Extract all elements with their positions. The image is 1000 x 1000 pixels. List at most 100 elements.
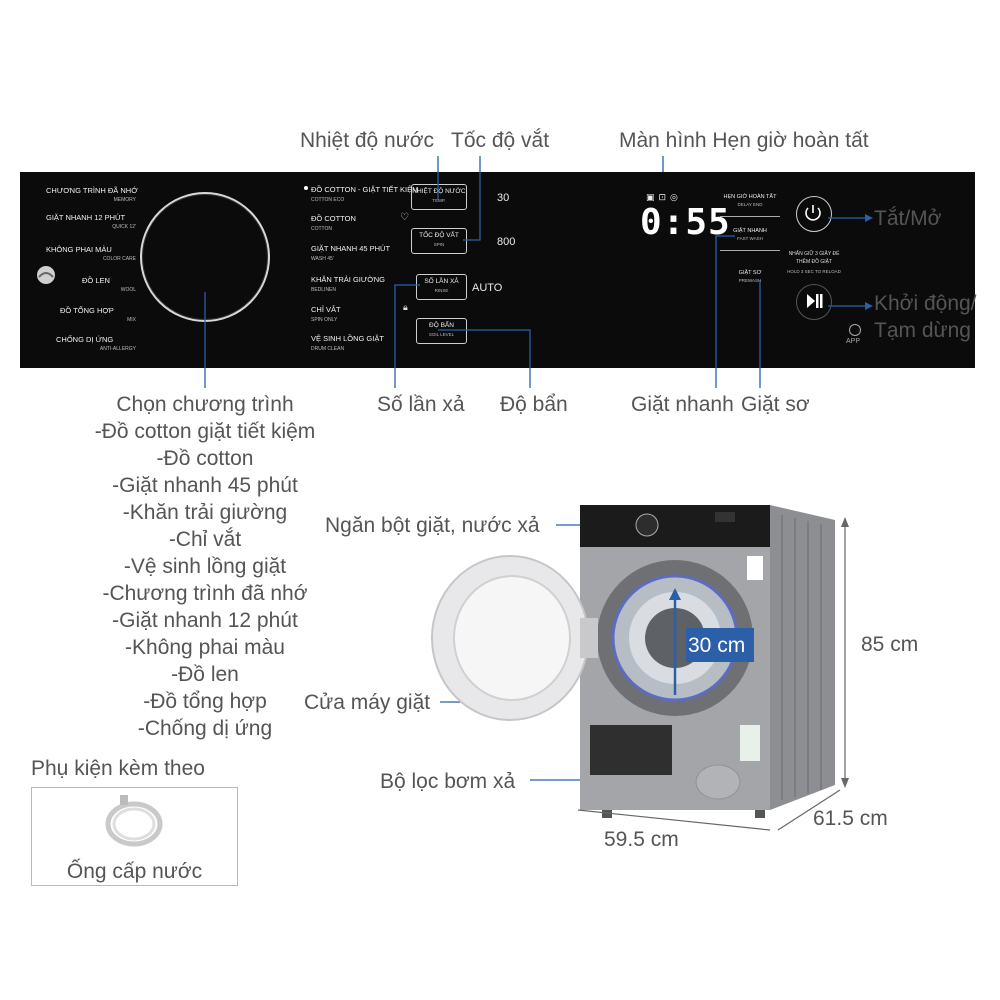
rinse-count-callout: Số lần xả (377, 393, 465, 416)
program-option[interactable]: GIẶT NHANH 12 PHÚT QUICK 12' (46, 213, 136, 233)
program-sublabel: WASH 45' (311, 256, 334, 262)
spin-button-sublabel: SPIN (433, 242, 445, 247)
start-pause-callout-1: Khởi động/ (874, 292, 977, 315)
hold-note-vi: NHẤN GIỮ 3 GIÂY ĐỂ THÊM ĐỒ GIẶT (788, 251, 840, 265)
door-callout: Cửa máy giặt (304, 691, 431, 714)
program-label: CHƯƠNG TRÌNH ĐÃ NHỚ (46, 186, 138, 195)
washing-machine-illustration (431, 505, 835, 818)
accessory-box: Ống cấp nước (31, 787, 238, 886)
program-label: CHỐNG DỊ ỨNG (56, 335, 114, 344)
detergent-drawer-callout: Ngăn bột giặt, nước xả (325, 514, 540, 537)
program-list-item: -Đồ tổng hợp (143, 690, 267, 713)
program-list-item: -Đồ len (171, 663, 239, 686)
program-list-item: -Giặt nhanh 12 phút (112, 609, 298, 632)
delay-end-button[interactable]: HẸN GIỜ HOÀN TẤT DELAY END (720, 194, 780, 217)
program-list-item: -Chống dị ứng (137, 717, 273, 740)
app-label: APP (846, 338, 861, 345)
program-sublabel: MEMORY (113, 197, 136, 203)
left-program-list: CHƯƠNG TRÌNH ĐÃ NHỚ MEMORY GIẶT NHANH 12… (46, 186, 138, 356)
time-display: 0:55 (640, 202, 731, 243)
temp-button[interactable]: NHIỆT ĐỘ NƯỚC TEMP. (411, 184, 467, 210)
temp-button-label: NHIỆT ĐỘ NƯỚC (412, 188, 466, 195)
program-label: GIẶT NHANH 45 PHÚT (311, 244, 391, 253)
anti-allergy-icon (34, 264, 58, 286)
program-list-title: Chọn chương trình (116, 393, 294, 416)
temp-value: 30 (497, 192, 510, 204)
program-list: Chọn chương trình -Đồ cotton giặt tiết k… (0, 394, 410, 744)
app-icon (849, 324, 861, 336)
rinse-button-sublabel: RINSE (434, 288, 449, 293)
program-sublabel: COLOR CARE (102, 256, 136, 262)
program-list-item: -Vệ sinh lồng giặt (123, 555, 287, 578)
program-option[interactable]: CHỈ VẮT SPIN ONLY (311, 305, 411, 325)
spin-button-label: TỐC ĐỘ VẮT (419, 232, 459, 239)
program-option[interactable]: KHĂN TRẢI GIƯỜNG BEDLINEN (311, 275, 411, 295)
program-label: ĐỒ COTTON (311, 214, 356, 223)
program-option[interactable]: KHÔNG PHAI MÀU COLOR CARE (46, 245, 136, 265)
prewash-callout: Giặt sơ (741, 393, 810, 416)
soil-level-callout: Độ bẩn (500, 393, 568, 416)
program-sublabel: COTTON ECO (311, 197, 345, 203)
soil-button-sublabel: SOIL LEVEL (428, 332, 455, 337)
program-list-item: -Đồ cotton giặt tiết kiệm (94, 420, 316, 443)
power-button[interactable] (796, 196, 832, 232)
program-sublabel: QUICK 12' (112, 224, 136, 230)
water-hose-icon (105, 795, 163, 847)
program-label: KHÔNG PHAI MÀU (46, 245, 112, 254)
play-pause-icon (807, 294, 823, 308)
spin-button[interactable]: TỐC ĐỘ VẮT SPIN (411, 228, 467, 254)
rinse-button[interactable]: SỐ LẦN XẢ RINSE (416, 274, 467, 300)
prewash-sublabel: PREWASH (738, 278, 762, 283)
delay-display-callout: Màn hình Hẹn giờ hoàn tất (619, 129, 869, 152)
program-option[interactable]: ĐỒ COTTON COTTON (311, 214, 411, 234)
delay-end-sublabel: DELAY END (737, 202, 763, 207)
program-option[interactable]: CHỐNG DỊ ỨNG ANTI-ALLERGY (46, 335, 136, 355)
power-callout: Tắt/Mở (874, 207, 942, 230)
soil-button[interactable]: ĐỘ BẨN SOIL LEVEL (416, 318, 467, 344)
program-sublabel: DRUM CLEAN (311, 346, 345, 352)
program-label: CHỈ VẮT (311, 305, 341, 314)
rinse-button-label: SỐ LẦN XẢ (424, 278, 459, 285)
fast-wash-label: GIẶT NHANH (733, 228, 767, 234)
display-status-icons: ▣⊡◎ (646, 192, 682, 202)
program-sublabel: COTTON (311, 226, 333, 232)
control-panel: CHƯƠNG TRÌNH ĐÃ NHỚ MEMORY GIẶT NHANH 12… (20, 172, 975, 368)
program-option[interactable]: CHƯƠNG TRÌNH ĐÃ NHỚ MEMORY (46, 186, 138, 206)
program-sublabel: BEDLINEN (311, 287, 337, 293)
program-option[interactable]: VỆ SINH LỒNG GIẶT DRUM CLEAN (311, 334, 411, 354)
selected-dot-icon (304, 186, 308, 190)
program-option[interactable]: GIẶT NHANH 45 PHÚT WASH 45' (311, 244, 411, 264)
program-label: ĐỒ TỔNG HỢP (60, 306, 114, 315)
program-sublabel: WOOL (120, 287, 136, 293)
program-list-item: -Không phai màu (125, 636, 285, 659)
start-pause-button[interactable] (796, 284, 832, 320)
fast-wash-button[interactable]: GIẶT NHANH FAST WASH (720, 228, 780, 251)
program-option[interactable]: ĐỒ LEN WOOL (46, 276, 136, 296)
quick-wash-callout: Giặt nhanh (631, 393, 734, 416)
program-sublabel: SPIN ONLY (311, 317, 338, 323)
prewash-button[interactable]: GIẶT SƠ PREWASH (720, 270, 780, 290)
program-list-item: -Đồ cotton (156, 447, 254, 470)
spin-speed-callout: Tốc độ vắt (451, 129, 550, 152)
depth-dimension: 61.5 cm (813, 807, 888, 830)
temp-button-sublabel: TEMP. (432, 198, 446, 203)
program-label: ĐỒ LEN (82, 276, 110, 285)
power-icon (805, 205, 821, 221)
accessory-title: Phụ kiện kèm theo (31, 757, 205, 780)
fast-wash-sublabel: FAST WASH (737, 236, 763, 241)
program-label: VỆ SINH LỒNG GIẶT (311, 334, 384, 343)
spin-value: 800 (497, 236, 516, 248)
pump-filter-callout: Bộ lọc bơm xả (380, 770, 516, 793)
delay-end-label: HẸN GIỜ HOÀN TẤT (723, 194, 777, 200)
program-option[interactable]: ĐỒ COTTON - GIẶT TIẾT KIỆM COTTON ECO (304, 185, 418, 205)
program-option[interactable]: ĐỒ TỔNG HỢP MIX (46, 306, 136, 326)
hold-note-en: HOLD 3 SEC TO RELOAD (787, 269, 841, 274)
rinse-value: AUTO (472, 282, 503, 294)
program-list-item: -Chỉ vắt (168, 528, 242, 551)
program-list-item: -Khăn trải giường (122, 501, 288, 524)
height-dimension: 85 cm (861, 633, 919, 656)
start-pause-callout-2: Tạm dừng (874, 319, 971, 342)
width-dimension: 59.5 cm (604, 828, 679, 851)
accessory-item-label: Ống cấp nước (66, 860, 203, 883)
